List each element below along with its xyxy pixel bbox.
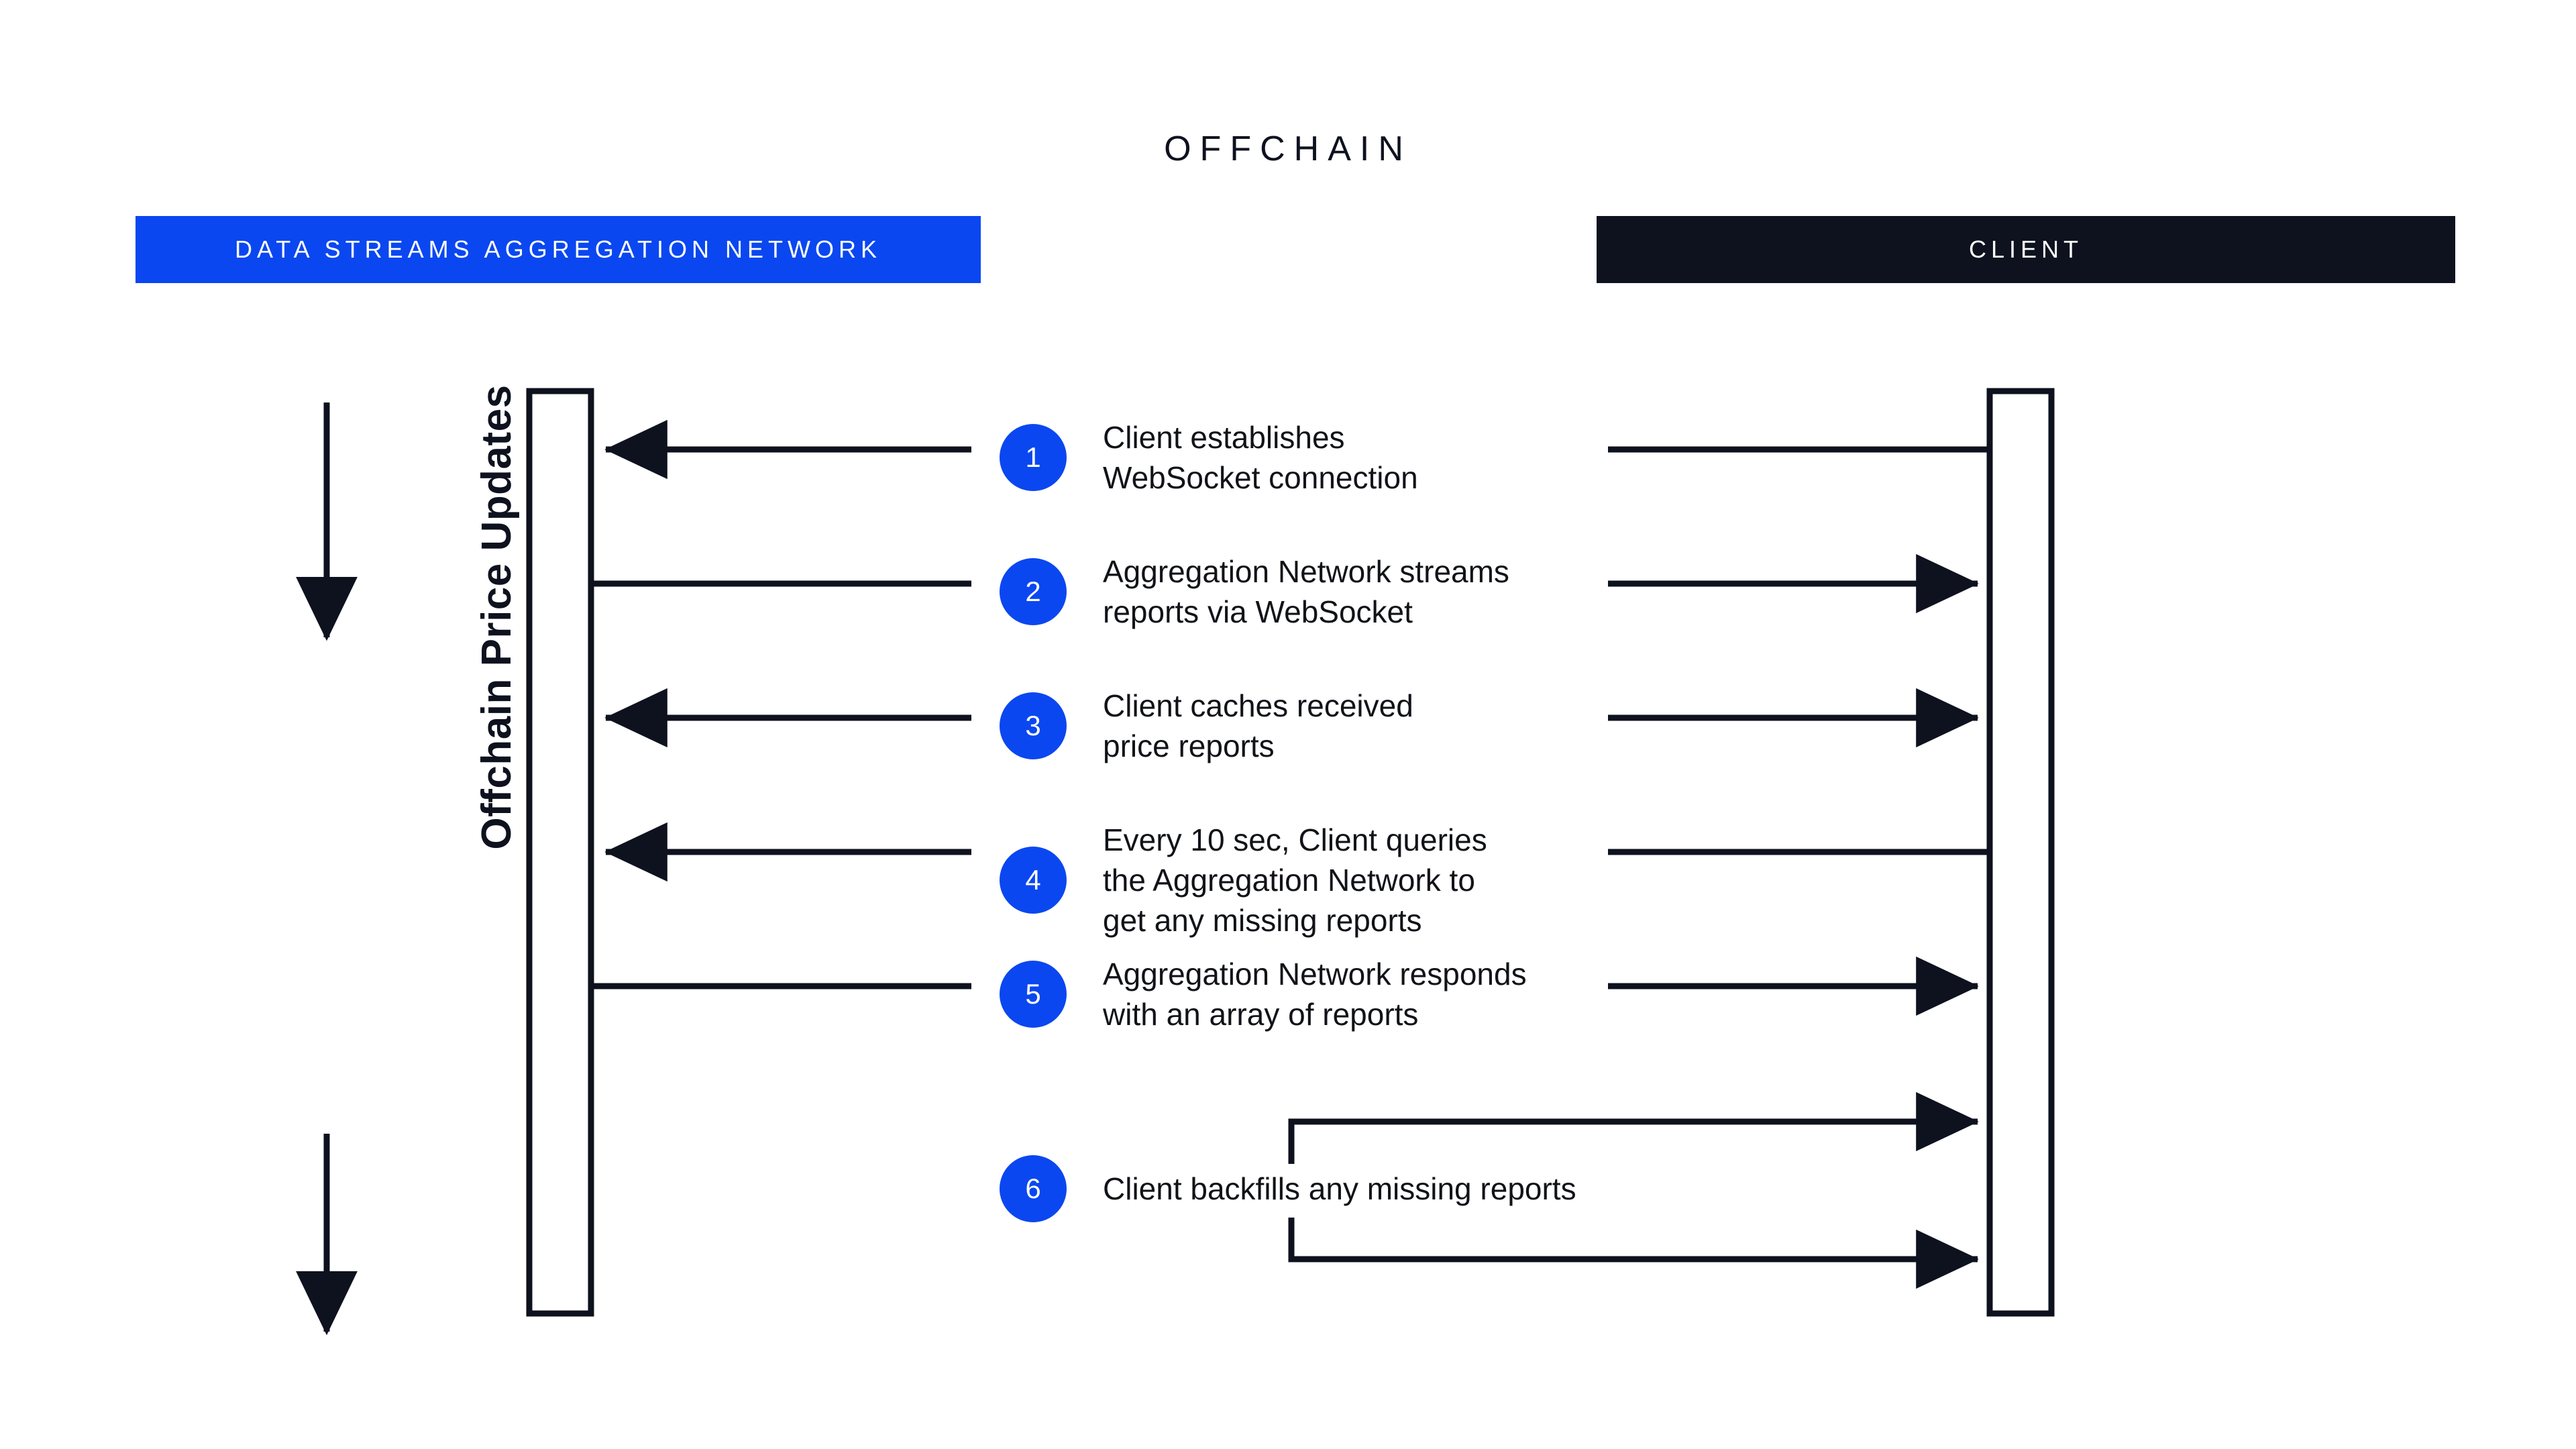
page-title: OFFCHAIN (1164, 129, 1412, 168)
lifeline-aggregation-network (526, 388, 594, 1317)
step-text-5: Aggregation Network responds with an arr… (1103, 957, 1527, 1032)
step-text-3: Client caches received price reports (1103, 688, 1413, 763)
step-badge-6: 6 (1000, 1155, 1067, 1222)
participant-header-client: CLIENT (1597, 216, 2455, 283)
step-row-4: 4 Every 10 sec, Client queries the Aggre… (1000, 820, 1487, 941)
step-row-3: 3 Client caches received price reports (1000, 686, 1413, 766)
step-text-4: Every 10 sec, Client queries the Aggrega… (1103, 822, 1487, 938)
participant-label-aggregation-network: DATA STREAMS AGGREGATION NETWORK (234, 235, 882, 263)
step-text-2: Aggregation Network streams reports via … (1103, 554, 1509, 629)
step-badge-3: 3 (1000, 692, 1067, 759)
step-badge-4: 4 (1000, 847, 1067, 914)
step-badge-1: 1 (1000, 424, 1067, 491)
step-badge-2: 2 (1000, 558, 1067, 625)
step-text-1: Client establishes WebSocket connection (1103, 420, 1418, 495)
lifeline-client (1986, 388, 2055, 1317)
participant-label-client: CLIENT (1968, 235, 2084, 263)
participant-header-aggregation-network: DATA STREAMS AGGREGATION NETWORK (136, 216, 981, 283)
step-row-6: 6 Client backfills any missing reports (1000, 1155, 1576, 1222)
message-arrow-6 (1288, 1091, 1979, 1289)
step-text-6: Client backfills any missing reports (1103, 1171, 1576, 1206)
step-badge-5: 5 (1000, 961, 1067, 1028)
step-row-2: 2 Aggregation Network streams reports vi… (1000, 551, 1509, 632)
step-row-5: 5 Aggregation Network responds with an a… (1000, 954, 1527, 1034)
step-row-1: 1 Client establishes WebSocket connectio… (1000, 417, 1418, 498)
